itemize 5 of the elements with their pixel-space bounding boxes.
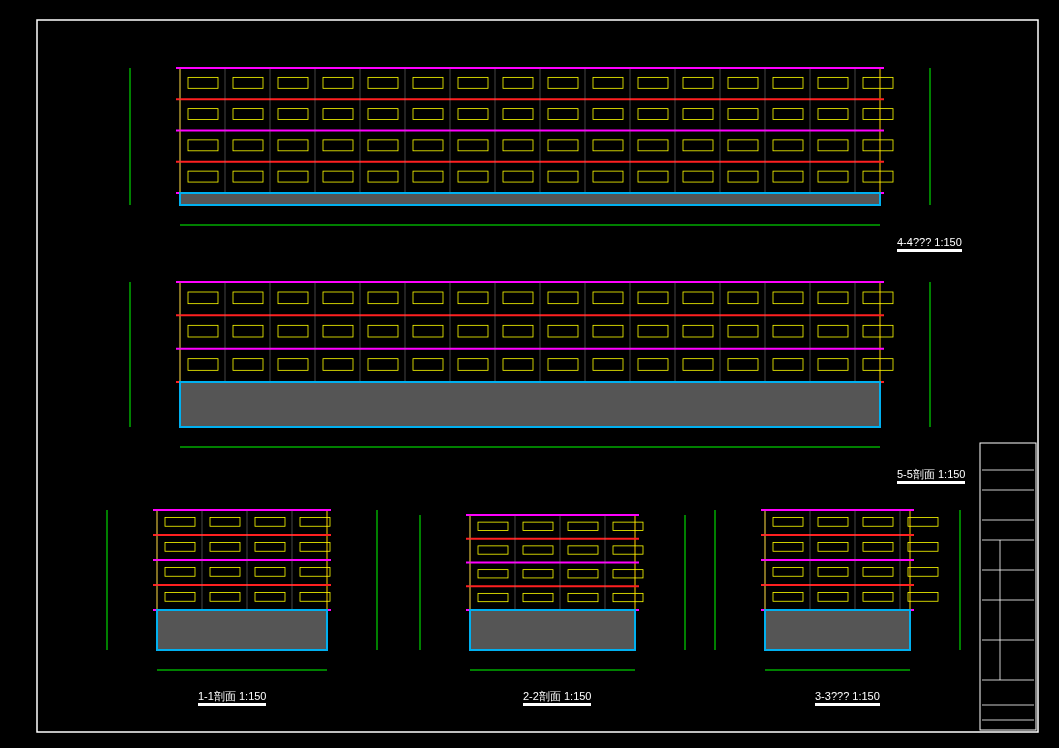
section-title: 3-3??? 1:150 bbox=[815, 690, 880, 706]
section-title: 4-4??? 1:150 bbox=[897, 236, 962, 252]
section-title: 1-1剖面 1:150 bbox=[198, 690, 267, 706]
section-title: 2-2剖面 1:150 bbox=[523, 690, 592, 706]
section-title: 5-5剖面 1:150 bbox=[897, 468, 966, 484]
